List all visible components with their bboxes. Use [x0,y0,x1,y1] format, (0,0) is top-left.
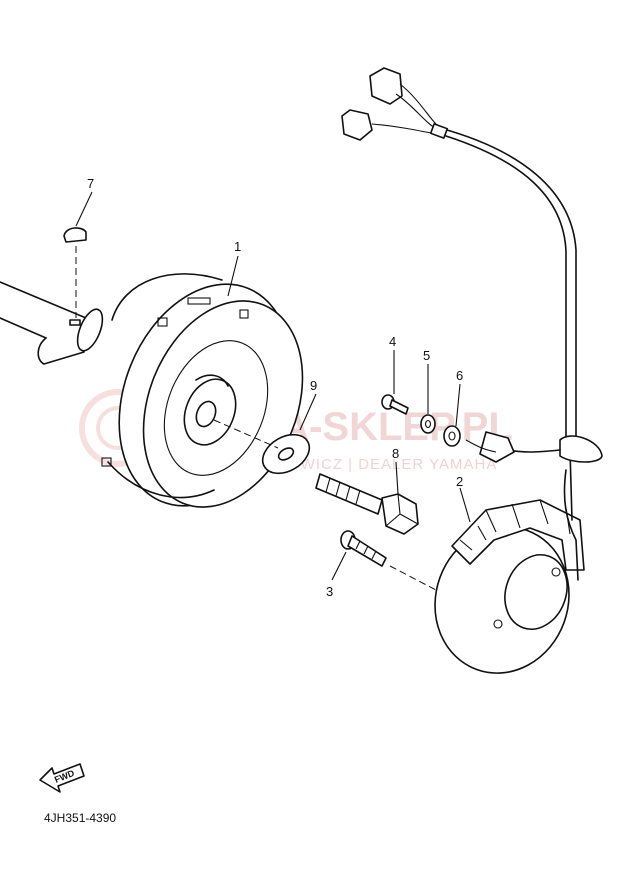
callout-7: 7 [87,176,94,191]
plate-washer [213,419,311,475]
bolt [315,473,419,535]
callout-numbers: 1 2 3 4 5 6 7 8 9 [87,176,463,599]
callout-3: 3 [326,584,333,599]
woodruff-key [63,227,87,318]
rotor [101,273,304,508]
callout-4: 4 [389,334,396,349]
washer [443,425,461,447]
callout-1: 1 [234,239,241,254]
leader-lines [75,191,497,581]
diagram-code: 4JH351-4390 [44,811,116,825]
callout-6: 6 [456,368,463,383]
stator [434,499,585,674]
callout-2: 2 [456,474,463,489]
wire-harness [341,67,603,581]
crankshaft-end [0,281,104,365]
screw-4 [381,394,409,415]
fwd-arrow-icon: FWD [39,763,85,793]
callout-8: 8 [392,446,399,461]
screw-3 [340,530,437,591]
lock-washer [420,414,436,434]
callout-9: 9 [310,378,317,393]
callout-5: 5 [423,348,430,363]
